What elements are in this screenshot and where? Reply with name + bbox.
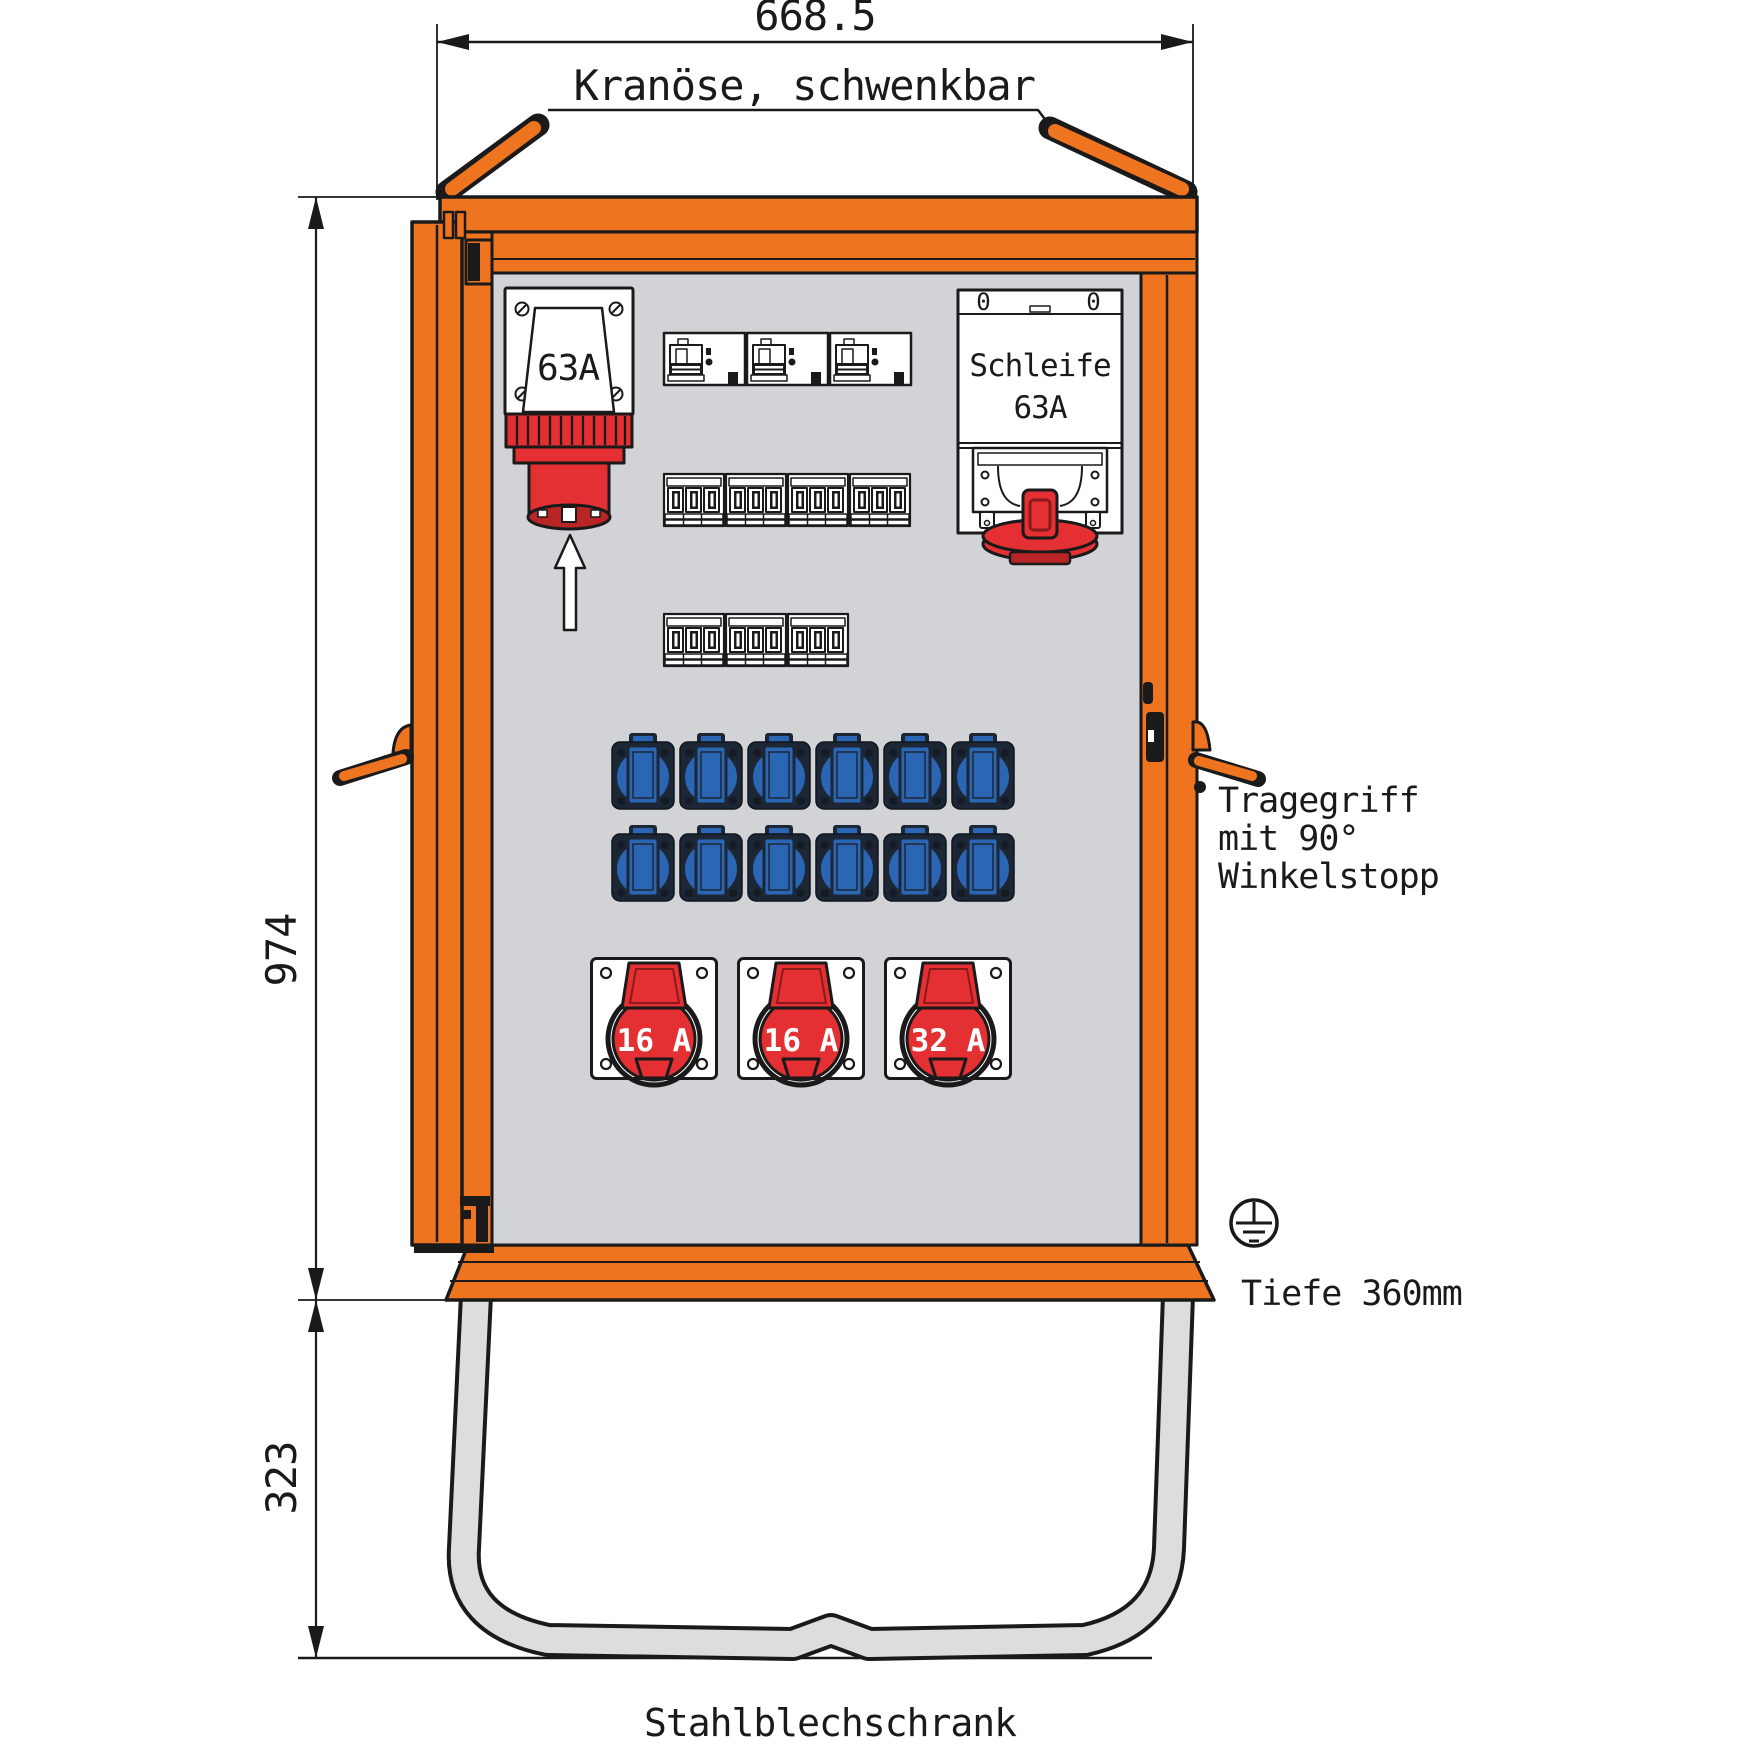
cee-socket-16a-2: 16 A: [739, 959, 864, 1086]
schuko-socket: [746, 731, 812, 811]
dimension-height: 974 323: [257, 196, 458, 1658]
breaker-block-3pole: [662, 612, 726, 668]
handle-label-line2: mit 90°: [1218, 819, 1359, 859]
breaker-block-3pole: [662, 472, 726, 528]
dimension-width-value: 668.5: [754, 0, 875, 40]
breaker-block-3pole: [786, 472, 850, 528]
loop-rating-label: 63A: [1014, 390, 1068, 426]
breaker-block-3pole: [724, 472, 788, 528]
schuko-socket: [950, 823, 1016, 903]
cee-socket-label: 32 A: [911, 1023, 986, 1059]
breaker-block-3pole: [848, 472, 912, 528]
circuit-breaker: [662, 331, 747, 387]
schuko-socket: [610, 823, 676, 903]
schuko-socket: [882, 823, 948, 903]
loop-name-label: Schleife: [969, 348, 1110, 384]
cabinet-roof: [438, 195, 1199, 234]
cee-socket-row: 16 A 16 A 32 A: [592, 959, 1011, 1086]
cabinet-top-rail: [453, 230, 1199, 275]
schuko-socket: [610, 731, 676, 811]
schuko-socket: [746, 823, 812, 903]
carry-handle-left-icon: [332, 723, 414, 786]
circuit-breaker: [745, 331, 830, 387]
arrow-left-icon: [437, 34, 469, 50]
dimension-height-lower-value: 323: [257, 1442, 306, 1515]
inlet-rating-label: 63A: [537, 348, 600, 389]
depth-label: Tiefe 360mm: [1241, 1274, 1462, 1314]
crane-label-text: Kranöse, schwenkbar: [574, 61, 1035, 110]
cee-socket-32a: 32 A: [886, 959, 1011, 1086]
inlet-63a: 63A: [503, 286, 635, 531]
arrow-down-icon: [308, 1626, 324, 1658]
cee-socket-label: 16 A: [764, 1023, 839, 1059]
handle-label-line1: Tragegriff: [1218, 781, 1419, 821]
feed-arrow-icon: [553, 533, 587, 632]
cabinet-base: [444, 1243, 1216, 1302]
loop-socket-63a: 0 0 Schleife 63A: [956, 288, 1124, 566]
crane-leader-line: [548, 108, 1055, 132]
arrow-up-icon: [308, 197, 324, 229]
cabinet-type-label: Stahlblechschrank: [644, 1701, 1017, 1744]
schuko-socket: [814, 731, 880, 811]
dimension-height-upper-value: 974: [257, 914, 306, 987]
handle-annotation: Tragegriff mit 90° Winkelstopp: [1218, 781, 1440, 897]
indicator-left: 0: [976, 288, 989, 316]
breaker-row-3: [662, 612, 850, 668]
schuko-socket: [678, 823, 744, 903]
breaker-row-2: [662, 472, 912, 528]
circuit-breaker: [828, 331, 913, 387]
schuko-socket: [814, 823, 880, 903]
crane-eye-right-icon: [1038, 116, 1198, 204]
earth-symbol-icon: [1229, 1198, 1279, 1248]
schuko-socket: [678, 731, 744, 811]
breaker-row-1: [662, 331, 913, 387]
arrow-right-icon: [1161, 34, 1193, 50]
carry-handle-right-icon: [1188, 720, 1266, 793]
breaker-block-3pole: [786, 612, 850, 668]
arrow-down-icon: [308, 1268, 324, 1300]
cabinet-left-frame: [460, 230, 494, 1247]
crane-label: Kranöse, schwenkbar: [548, 61, 1055, 132]
crane-eye-left-icon: [435, 113, 550, 204]
door-lock-icon: [1143, 682, 1164, 762]
breaker-block-3pole: [724, 612, 788, 668]
cee-socket-16a-1: 16 A: [592, 959, 717, 1086]
dimension-width: 668.5: [436, 0, 1194, 200]
arrow-up-icon: [308, 1300, 324, 1332]
schuko-socket: [950, 731, 1016, 811]
handle-label-line3: Winkelstopp: [1218, 857, 1439, 897]
schuko-socket: [882, 731, 948, 811]
door-hinge-bottom-icon: [460, 1196, 490, 1242]
support-leg: [446, 1294, 1195, 1661]
indicator-right: 0: [1086, 288, 1099, 316]
cee-socket-label: 16 A: [617, 1023, 692, 1059]
door-hinge-top-icon: [442, 210, 494, 286]
cee-twist-handle-icon: [981, 488, 1099, 566]
